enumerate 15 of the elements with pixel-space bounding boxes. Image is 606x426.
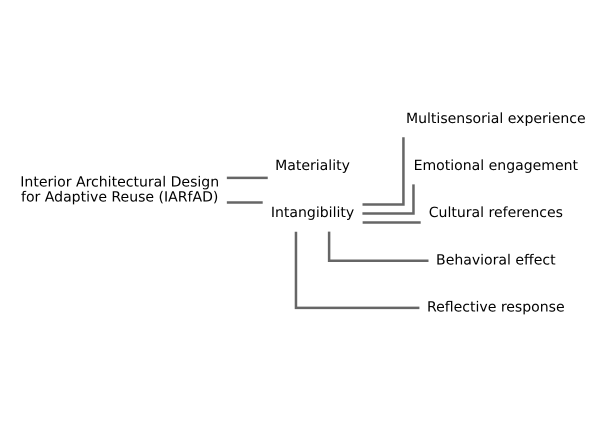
connector bbox=[226, 200, 263, 204]
connector bbox=[294, 231, 420, 309]
node-text: Multisensorial experience bbox=[406, 110, 586, 126]
node-text: Emotional engagement bbox=[414, 158, 578, 174]
connector bbox=[328, 231, 428, 262]
node-text: Reflective response bbox=[427, 299, 565, 316]
connector bbox=[362, 136, 405, 206]
connector bbox=[362, 184, 415, 214]
node-text: Intangibility bbox=[270, 204, 354, 221]
connector bbox=[362, 220, 421, 224]
node-text: Interior Architectural Design for Adaptive Reuse (IARfAD) bbox=[20, 174, 220, 206]
connector bbox=[226, 176, 268, 179]
node-text: Materiality bbox=[275, 158, 350, 174]
node-text: Cultural references bbox=[428, 204, 563, 221]
node-text: Behavioral effect bbox=[436, 252, 556, 268]
